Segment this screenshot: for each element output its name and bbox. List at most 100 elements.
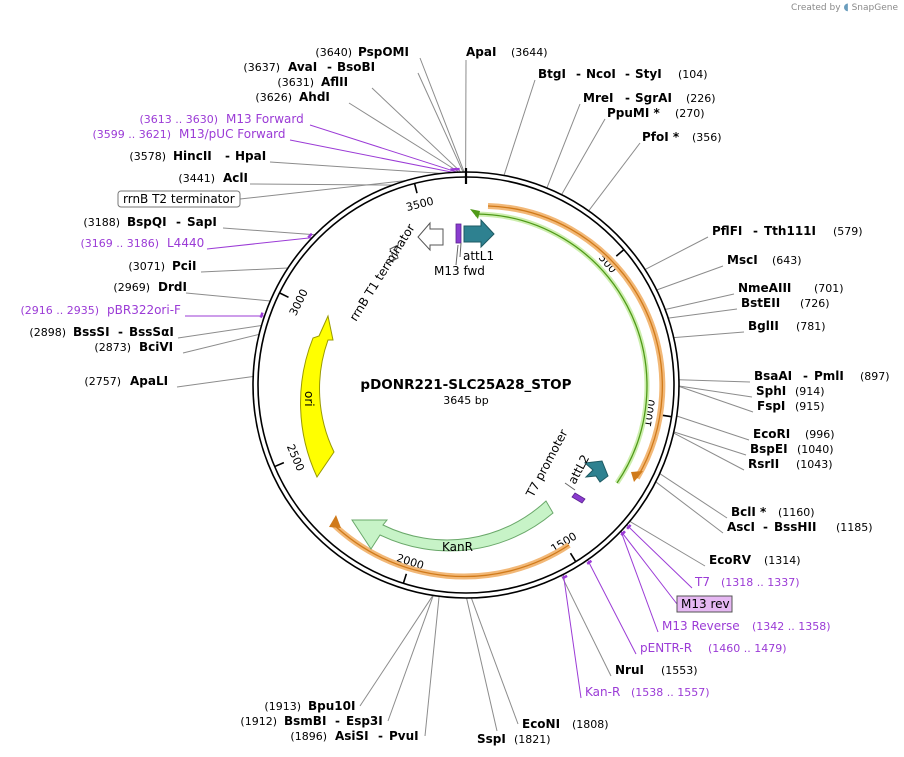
rrnb-t2-terminator-box: rrnB T2 terminator — [117, 190, 241, 208]
econi-pos: (1808) — [572, 718, 609, 731]
connector-bsssi — [177, 325, 262, 339]
l4440-pos: (3169 .. 3186) — [80, 237, 159, 250]
m13-fwd-label: M13 fwd — [434, 264, 485, 278]
sphi-pos: (914) — [795, 385, 825, 398]
connector-rrnb-t2 — [239, 180, 407, 200]
connector-bsmbi — [387, 595, 434, 722]
connector-mrei — [546, 103, 581, 189]
bcli-name: BclI * — [731, 505, 767, 519]
pflfi-pos: (579) — [833, 225, 863, 238]
hpai-name: HpaI — [235, 149, 266, 163]
fspi-name: FspI — [757, 399, 785, 413]
sspi-pos: (1821) — [514, 733, 551, 746]
bglii-name: BglII — [748, 319, 779, 333]
btgi-sep: - — [576, 67, 581, 81]
pentrr-name: pENTR-R — [640, 641, 692, 655]
tick-mark — [615, 248, 625, 257]
nrui-pos: (1553) — [661, 664, 698, 677]
asisi-name: AsiSI — [335, 729, 369, 743]
connector-ppumi — [561, 118, 606, 195]
drdi-pos: (2969) — [113, 281, 150, 294]
m13rev-name: M13 rev — [681, 597, 730, 611]
connector-ahdi — [348, 102, 460, 173]
pflfi-name: PflFI — [712, 224, 742, 238]
ppumi-pos: (270) — [675, 107, 705, 120]
asci-pos: (1185) — [836, 521, 873, 534]
nmeaiii-name: NmeAIII — [738, 281, 791, 295]
drdi-name: DrdI — [158, 280, 187, 294]
plasmid-name: pDONR221-SLC25A28_STOP — [360, 377, 571, 393]
credit-prefix: Created by — [791, 3, 841, 13]
apali-name: ApaLI — [130, 374, 168, 388]
ahdi-pos: (3626) — [255, 91, 292, 104]
avai-name: AvaI — [288, 60, 317, 74]
bcivi-pos: (2873) — [94, 341, 131, 354]
connector-ecori — [676, 415, 750, 441]
hincii-pos: (3578) — [129, 150, 166, 163]
connector-kanr_primer — [562, 574, 582, 699]
bsmbi-name: BsmBI — [284, 714, 326, 728]
btgi-name: BtgI — [538, 67, 566, 81]
tick-label-3000: 3000 — [287, 287, 311, 318]
rsrii-name: RsrII — [748, 457, 779, 471]
t7-name: T7 — [694, 575, 710, 589]
pentrr-pos: (1460 .. 1479) — [708, 642, 787, 655]
connector-econi — [470, 597, 519, 725]
apali-pos: (2757) — [84, 375, 121, 388]
primer-marker-m13reverse — [620, 530, 626, 536]
ncoi-name: NcoI — [586, 67, 616, 81]
ecorv-pos: (1314) — [764, 554, 801, 567]
bsssi-sep: - — [118, 325, 123, 339]
m13puc-pos: (3599 .. 3621) — [92, 128, 171, 141]
snapgene-credit: Created by ◖ SnapGene — [791, 2, 898, 13]
asci-name: AscI — [727, 520, 755, 534]
orf-arc-cw — [487, 203, 666, 482]
bsobi-name: BsoBI — [337, 60, 375, 74]
m13reverse-pos: (1342 .. 1358) — [752, 620, 831, 633]
apai-name: ApaI — [466, 45, 496, 59]
tick-label-3500: 3500 — [405, 195, 435, 215]
m13-rev-box — [676, 595, 733, 613]
connector-pfoi — [588, 142, 641, 212]
m13forward-name: M13 Forward — [226, 112, 304, 126]
primer-marker-pentrr — [586, 559, 593, 565]
mrei-name: MreI — [583, 91, 613, 105]
m13reverse-name: M13 Reverse — [662, 619, 740, 633]
bspei-name: BspEI — [750, 442, 788, 456]
acli-name: AclI — [223, 171, 248, 185]
bsaai-name: BsaAI — [754, 369, 792, 383]
primer-marker-t7 — [626, 524, 632, 530]
tick-mark — [661, 414, 672, 418]
pcii-pos: (3071) — [128, 260, 165, 273]
tth111i-name: Tth111I — [764, 224, 816, 238]
asisi-pos: (1896) — [290, 730, 327, 743]
esp3i-name: Esp3I — [346, 714, 383, 728]
t7-pos: (1318 .. 1337) — [721, 576, 800, 589]
msci-pos: (643) — [772, 254, 802, 267]
ecori-name: EcoRI — [753, 427, 790, 441]
bsssai-name: BssSαI — [129, 325, 174, 339]
orf-arc-ccw — [329, 515, 571, 580]
acli-pos: (3441) — [178, 172, 215, 185]
connector-avai — [417, 72, 464, 173]
hincii-sep: - — [225, 149, 230, 163]
bsmbi-pos: (1912) — [240, 715, 277, 728]
plasmid-backbone — [252, 168, 680, 599]
connector-bspqi — [222, 227, 316, 236]
rrnb-t1-terminator-feature: rrnB T1 terminator — [347, 221, 444, 324]
m13puc-name: M13/pUC Forward — [179, 127, 286, 141]
connector-pcii — [200, 267, 289, 273]
sgrai-name: SgrAI — [635, 91, 672, 105]
rsrii-pos: (1043) — [796, 458, 833, 471]
primer-marker-pbr322ori — [259, 312, 264, 318]
bsaai-sep: - — [803, 369, 808, 383]
avai-pos: (3637) — [243, 61, 280, 74]
bsmbi-sep: - — [335, 714, 340, 728]
connector-m13rev — [620, 530, 678, 605]
kanr-primer-name: Kan-R — [585, 685, 620, 699]
connector-asisi — [424, 596, 440, 737]
connector-bspei — [673, 431, 747, 456]
bsaai-pos: (897) — [860, 370, 890, 383]
connector-bsaai — [678, 379, 751, 383]
